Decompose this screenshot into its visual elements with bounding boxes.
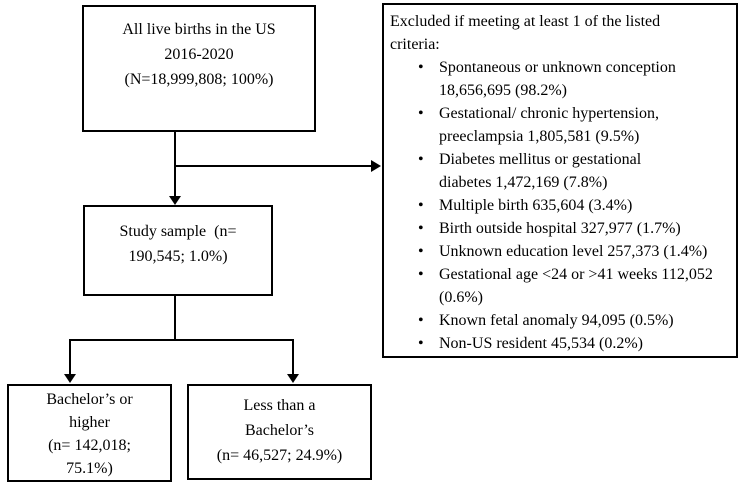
box-bachelors-or-higher: Bachelor’s or higher (n= 142,018; 75.1%) [7,384,172,482]
box-line: higher [69,414,110,431]
box-line: 2016-2020 [164,46,234,63]
exclusion-item: Multiple birth 635,604 (3.4%) [390,194,732,217]
box-line: All live births in the US [122,21,276,38]
box-line: (n= 46,527; 24.9%) [216,447,343,464]
box-less-than-bachelors: Less than a Bachelor’s (n= 46,527; 24.9%… [187,384,372,480]
box-line: 75.1%) [66,460,113,477]
exclusion-item: Gestational/ chronic hypertension, preec… [390,102,732,148]
box-line: Study sample (n= [119,223,237,240]
exclusion-item: Non-US resident 45,534 (0.2%) [390,332,732,355]
exclusion-list: Spontaneous or unknown conception 18,656… [390,56,732,355]
exclusion-item: Birth outside hospital 327,977 (1.7%) [390,217,732,240]
branch-line [69,339,294,376]
box-all-live-births: All live births in the US 2016-2020 (N=1… [82,5,316,132]
exclusion-header-line: criteria: [390,36,440,53]
arrowhead-down-icon [287,374,299,383]
exclusion-item: Diabetes mellitus or gestational diabete… [390,148,732,194]
arrowhead-down-icon [64,374,76,383]
box-line: (N=18,999,808; 100%) [124,71,274,88]
box-line: (n= 142,018; [48,437,131,454]
box-line: Bachelor’s or [46,391,133,408]
exclusion-item: Unknown education level 257,373 (1.4%) [390,240,732,263]
exclusion-item: Gestational age <24 or >41 weeks 112,052… [390,263,732,309]
arrowhead-right-icon [371,160,381,172]
exclusion-item: Spontaneous or unknown conception 18,656… [390,56,732,102]
box-line: Less than a [243,397,316,414]
exclusion-item: Known fetal anomaly 94,095 (0.5%) [390,309,732,332]
box-line: 190,545; 1.0%) [128,248,228,265]
box-exclusion-criteria: Excluded if meeting at least 1 of the li… [382,3,738,358]
arrowhead-down-icon [169,196,181,205]
box-study-sample: Study sample (n= 190,545; 1.0%) [83,205,273,296]
exclusion-header-line: Excluded if meeting at least 1 of the li… [390,13,661,30]
exclusion-header: Excluded if meeting at least 1 of the li… [390,10,732,56]
box-line: Bachelor’s [244,422,314,439]
